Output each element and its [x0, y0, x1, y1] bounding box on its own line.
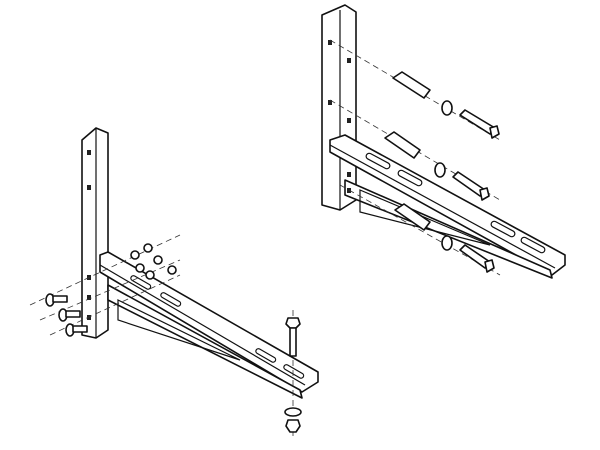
- right-anchor-bolts: [329, 39, 501, 276]
- left-bolts: [29, 234, 302, 440]
- right-bracket: [321, 4, 566, 279]
- left-bracket: [81, 127, 319, 399]
